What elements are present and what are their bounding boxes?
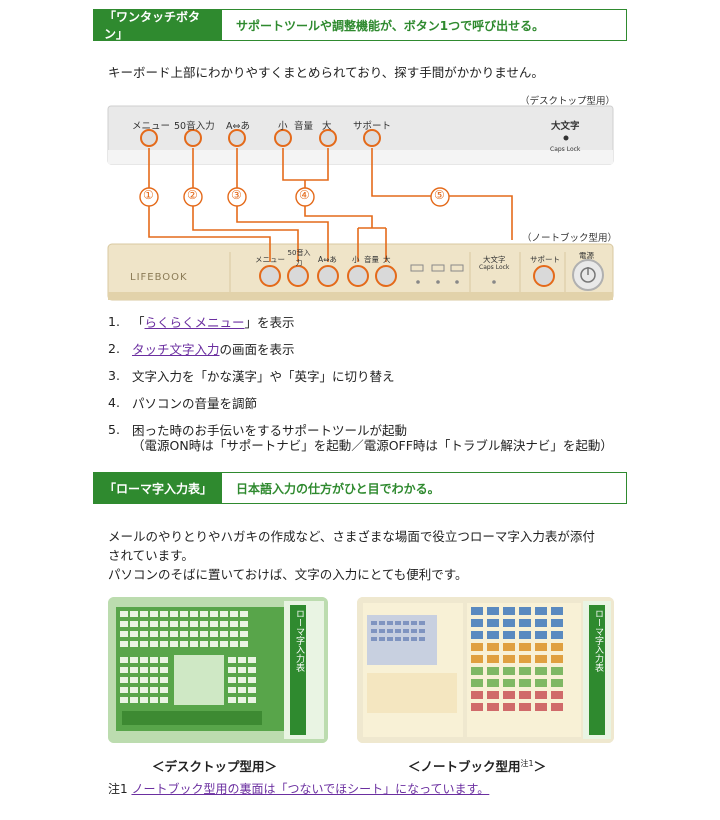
desktop-btn-large-label: 大 xyxy=(322,121,332,132)
nb-btn-menu-label: メニュー xyxy=(255,255,285,264)
list-item-sub: （電源ON時は「サポートナビ」を起動／電源OFF時は「トラブル解決ナビ」を起動） xyxy=(132,438,613,453)
notebook-caption-text: ＜ノートブック型用 xyxy=(408,759,521,774)
list-post: 」を表示 xyxy=(244,315,295,330)
list-num: 5. xyxy=(108,422,120,437)
list-pre: 「 xyxy=(132,315,145,330)
section-description: キーボード上部にわかりやすくまとめられており、探す手間がかかりません。 xyxy=(108,65,544,80)
desktop-romaji-card-art xyxy=(108,597,328,743)
lifebook-logo: LIFEBOOK xyxy=(130,272,188,283)
desktop-btn-menu-label: メニュー xyxy=(132,121,171,132)
notebook-card-caption: ＜ノートブック型用注1＞ xyxy=(408,756,546,775)
section2-line1: メールのやりとりやハガキの作成など、さまざまな場面で役立つローマ字入力表が添付 xyxy=(108,529,595,544)
rakuraku-menu-link[interactable]: らくらくメニュー xyxy=(144,315,245,330)
desktop-btn-50on-label: 50音入力 xyxy=(174,121,215,132)
section-header-romaji: 「ローマ字入力表」 日本語入力の仕方がひと目でわかる。 xyxy=(93,472,627,504)
list-item: 1. 「らくらくメニュー」を表示 xyxy=(108,308,613,335)
desktop-btn-support-label: サポート xyxy=(353,121,392,132)
number-markers xyxy=(139,187,450,207)
nb-btn-small-label: 小 xyxy=(352,255,360,264)
section2-line3: パソコンのそばに置いておけば、文字の入力にとても便利です。 xyxy=(108,567,468,582)
marker-4: ④ xyxy=(299,188,310,202)
notebook-romaji-card-image: ローマ字入力表 xyxy=(357,597,614,743)
notebook-caption-end: ＞ xyxy=(533,759,547,774)
desktop-btn-volume-label: 音量 xyxy=(294,121,314,132)
button-diagram xyxy=(107,105,614,301)
nb-support-label: サポート xyxy=(530,255,560,264)
desktop-btn-aa-label: A⇔あ xyxy=(226,121,250,132)
desktop-card-tab: ローマ字入力表 xyxy=(294,609,304,672)
nb-btn-50on-label: 50音入力 xyxy=(287,249,311,267)
list-text: パソコンの音量を調節 xyxy=(132,396,258,411)
desktop-btn-small-label: 小 xyxy=(278,121,288,132)
feature-list: 1. 「らくらくメニュー」を表示 2. タッチ文字入力の画面を表示 3. 文字入… xyxy=(108,308,613,454)
footnote-prefix: 注1 xyxy=(108,782,128,796)
list-item: 3. 文字入力を「かな漢字」や「英字」に切り替え xyxy=(108,362,613,389)
notebook-romaji-card-art xyxy=(357,597,614,743)
section-title: 日本語入力の仕方がひと目でわかる。 xyxy=(236,481,440,496)
nb-btn-aa-label: A⇔あ xyxy=(318,255,337,264)
list-num: 2. xyxy=(108,341,120,356)
list-post: の画面を表示 xyxy=(219,342,295,357)
nb-btn-large-label: 大 xyxy=(383,255,391,264)
list-num: 4. xyxy=(108,395,120,410)
footnote-link[interactable]: ノートブック型用の裏面は「つないでほシート」になっています。 xyxy=(131,782,490,796)
section-title: サポートツールや調整機能が、ボタン1つで呼び出せる。 xyxy=(236,18,545,33)
notebook-label: （ノートブック型用） xyxy=(522,233,618,244)
desktop-romaji-card-image: ローマ字入力表 xyxy=(108,597,328,743)
list-text: 文字入力を「かな漢字」や「英字」に切り替え xyxy=(132,369,395,384)
notebook-card-tab: ローマ字入力表 xyxy=(593,609,603,672)
marker-3: ③ xyxy=(231,188,242,202)
list-text: 困った時のお手伝いをするサポートツールが起動 xyxy=(132,423,408,438)
footnote: 注1 ノートブック型用の裏面は「つないでほシート」になっています。 xyxy=(108,780,489,797)
desktop-label: （デスクトップ型用） xyxy=(520,96,616,107)
nb-capslock-label: 大文字 xyxy=(483,255,506,264)
notebook-buttons xyxy=(259,259,604,291)
list-num: 3. xyxy=(108,368,120,383)
desktop-keyboard-panel xyxy=(107,105,614,165)
desktop-capslock-label: 大文字 xyxy=(551,121,580,132)
section-header-one-touch: 「ワンタッチボタン」 サポートツールや調整機能が、ボタン1つで呼び出せる。 xyxy=(93,9,627,41)
desktop-card-caption: ＜デスクトップ型用＞ xyxy=(152,759,278,774)
marker-2: ② xyxy=(187,188,198,202)
nb-btn-volume-label: 音量 xyxy=(364,255,379,264)
section-tag: 「ワンタッチボタン」 xyxy=(94,10,222,41)
marker-5: ⑤ xyxy=(434,188,445,202)
marker-1: ① xyxy=(143,188,154,202)
list-item: 2. タッチ文字入力の画面を表示 xyxy=(108,335,613,362)
list-num: 1. xyxy=(108,314,120,329)
desktop-buttons xyxy=(140,129,569,147)
touch-input-link[interactable]: タッチ文字入力 xyxy=(132,342,220,357)
list-item: 4. パソコンの音量を調節 xyxy=(108,389,613,416)
nb-power-label: 電源 xyxy=(579,251,594,260)
section2-line2: されています。 xyxy=(108,548,194,563)
desktop-capslock-sub: Caps Lock xyxy=(550,146,581,153)
section-tag: 「ローマ字入力表」 xyxy=(94,473,222,503)
nb-capslock-sub: Caps Lock xyxy=(479,264,510,271)
list-item: 5. 困った時のお手伝いをするサポートツールが起動 xyxy=(108,416,613,443)
notebook-caption-sup: 注1 xyxy=(520,758,534,768)
